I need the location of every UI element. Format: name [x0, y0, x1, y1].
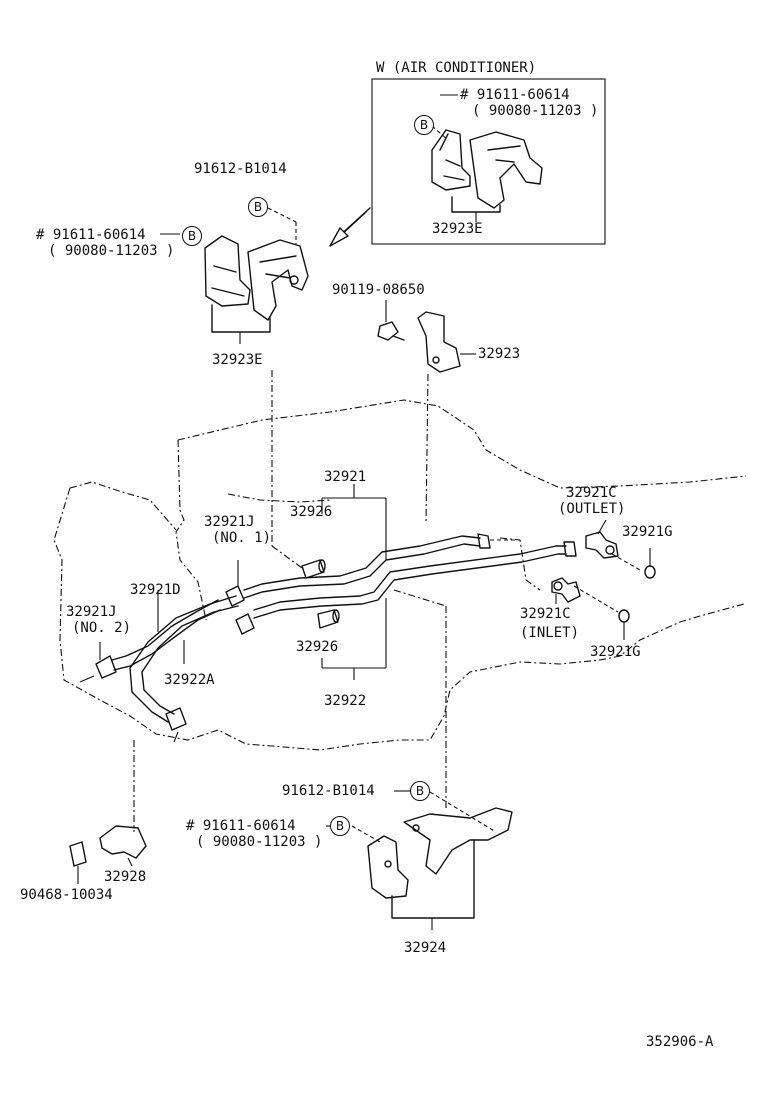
- label-32921c-inlet-sub: (INLET): [520, 625, 580, 641]
- label-32924: 32924: [404, 940, 447, 956]
- bracket-32923: [417, 311, 476, 373]
- inset-bolt-alt-label: ( 90080-11203 ): [472, 103, 599, 119]
- inset-pointer-arrow: [329, 207, 371, 247]
- label-32921j-no1: 32921J: [204, 514, 255, 530]
- label-91612-bottom: 91612-B1014: [282, 783, 375, 799]
- label-32923: 32923: [478, 346, 521, 362]
- leader-lines: [133, 370, 641, 843]
- inset-frame: [371, 78, 606, 245]
- clamps: [79, 560, 255, 743]
- gasket-32921g-bottom: [618, 609, 630, 640]
- inset-title: W (AIR CONDITIONER): [376, 60, 537, 76]
- label-90080-bottom: ( 90080-11203 ): [196, 834, 323, 850]
- callout-b-bottom-right: B: [410, 781, 430, 801]
- label-32921c-outlet: 32921C: [566, 485, 617, 501]
- hose-32921d: [129, 590, 239, 723]
- inset-bolt-label: # 91611-60614: [460, 87, 570, 103]
- label-32921c-inlet: 32921C: [520, 606, 571, 622]
- label-91612-top: 91612-B1014: [194, 161, 287, 177]
- gasket-32921g-top: [644, 548, 656, 579]
- diagram-id: 352906-A: [646, 1034, 714, 1050]
- inset-bracket-32923e: [431, 125, 543, 222]
- label-32922: 32922: [324, 693, 367, 709]
- bolt-90119: [377, 300, 405, 341]
- label-32928: 32928: [104, 869, 147, 885]
- inset-bracket-label: 32923E: [432, 221, 483, 237]
- callout-b-bottom-left: B: [330, 816, 350, 836]
- label-32921d: 32921D: [130, 582, 181, 598]
- sleeve-32926-bottom: [317, 609, 340, 629]
- callout-b-top: B: [248, 197, 268, 217]
- label-32921j-no1-sub: (NO. 1): [212, 530, 272, 546]
- pipe-fittings: [477, 533, 577, 557]
- union-32921c-outlet: [585, 519, 619, 559]
- clip-32928: [99, 825, 147, 867]
- nut-90468: [69, 841, 87, 884]
- callout-b-left: B: [182, 226, 202, 246]
- label-32922a: 32922A: [164, 672, 215, 688]
- label-32921c-outlet-sub: (OUTLET): [558, 501, 626, 517]
- label-90119: 90119-08650: [332, 282, 425, 298]
- hose-32922a: [111, 599, 221, 671]
- union-32921c-inlet: [551, 577, 581, 604]
- transmission-outline: [53, 399, 747, 751]
- label-32921: 32921: [324, 469, 367, 485]
- sleeve-32926-top: [301, 559, 326, 579]
- label-32921g-top: 32921G: [622, 524, 673, 540]
- bracket-32924: [367, 807, 513, 930]
- cooler-pipes: [243, 484, 567, 680]
- label-91611-left: # 91611-60614: [36, 227, 146, 243]
- label-32926-top: 32926: [290, 504, 333, 520]
- label-91611-bottom: # 91611-60614: [186, 818, 296, 834]
- label-32921g-bottom: 32921G: [590, 644, 641, 660]
- label-32921j-no2-sub: (NO. 2): [72, 620, 132, 636]
- bracket-32923e: [204, 207, 309, 344]
- label-90468: 90468-10034: [20, 887, 113, 903]
- inset-callout-b: B: [414, 115, 434, 135]
- label-32921j-no2: 32921J: [66, 604, 117, 620]
- label-32926-bottom: 32926: [296, 639, 339, 655]
- label-90080-left: ( 90080-11203 ): [48, 243, 175, 259]
- label-leaders: [160, 94, 458, 827]
- label-32923e: 32923E: [212, 352, 263, 368]
